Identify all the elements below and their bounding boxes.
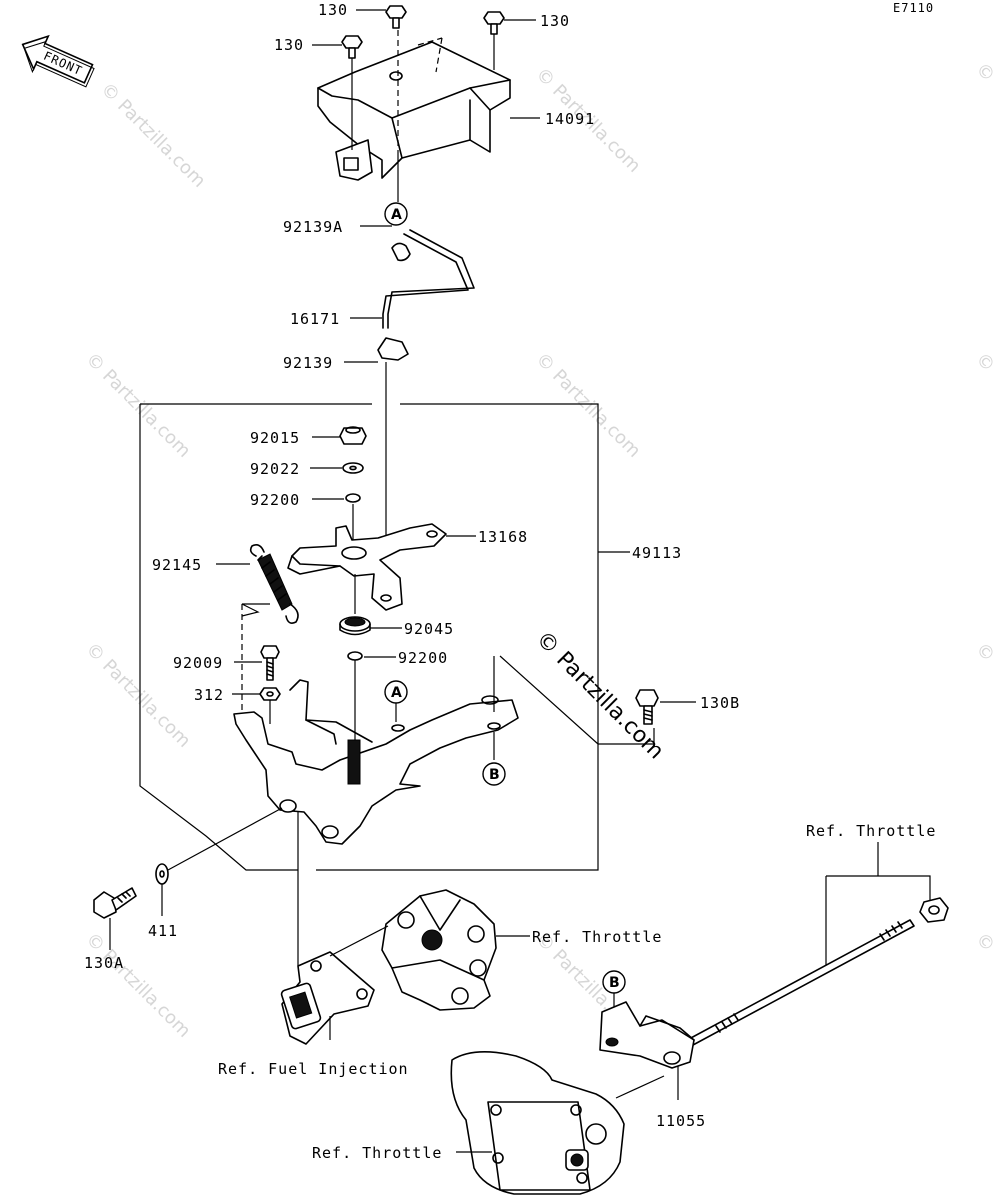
ref-marker-a-top [384,202,408,226]
throttle-body-lower [450,1051,665,1195]
watermark-text: © Partzilla.com [531,349,644,462]
ref-marker-a-mid-label: A [391,685,402,701]
clip-92139 [377,337,409,540]
callout-130B: 130B [700,694,740,712]
sensor-fuel-injection [280,812,389,1045]
callout-ref-throttle-1: Ref. Throttle [532,928,662,946]
throttle-rod [675,919,915,1053]
watermark-text: © Partzilla.com [96,79,209,192]
washer-92200-mid [347,651,363,740]
bolt-130B [499,655,659,745]
bracket-11055 [599,1001,695,1100]
callout-411: 411 [148,922,178,940]
callout-16171: 16171 [290,310,340,328]
ref-marker-b-low-label: B [609,975,620,991]
washer-92022 [342,462,364,474]
bolt-130A [93,887,137,919]
bolt-130-top [385,5,407,29]
washer-92200-top [345,493,361,503]
watermark-layer: © Partzilla.com © Partzilla.com © Partzi… [81,59,993,1042]
lever-13168 [287,523,447,611]
assembly-49113-outline [139,403,630,871]
callout-130-right: 130 [540,12,570,30]
callout-130-left: 130 [274,36,304,54]
front-arrow-icon: FRONT [21,34,95,88]
watermark-text: © Partzilla.com [971,929,993,1042]
callout-92200-top: 92200 [250,491,300,509]
ref-marker-b-mid-label: B [489,767,500,783]
watermark-text: © Partzilla.com [81,349,194,462]
cover-14091 [317,30,511,202]
callout-130-top: 130 [318,1,348,19]
callout-92015: 92015 [250,429,300,447]
callout-ref-throttle-3: Ref. Throttle [312,1144,442,1162]
clip-92139A [391,242,411,262]
callout-312: 312 [194,686,224,704]
rod-16171 [382,229,475,329]
callout-92145: 92145 [152,556,202,574]
diagram-code: E7110 [893,1,934,15]
callout-92045: 92045 [404,620,454,638]
watermark-text: © Partzilla.com [971,639,993,752]
callout-92139A: 92139A [283,218,343,236]
bolt-92009 [260,645,280,681]
nut-312 [259,687,281,724]
bolt-130-left [341,35,363,150]
ref-marker-a-top-label: A [391,207,402,223]
watermark-text: © Partzilla.com [971,59,993,172]
callout-13168: 13168 [478,528,528,546]
collar-92045 [339,574,371,636]
callout-11055: 11055 [656,1112,706,1130]
watermark-text: © Partzilla.com [971,349,993,462]
bolt-130-right [483,11,505,70]
ref-marker-b-mid [482,762,506,786]
callout-ref-fuel-injection: Ref. Fuel Injection [218,1060,409,1078]
callout-ref-throttle-2: Ref. Throttle [806,822,936,840]
callout-92200-mid: 92200 [398,649,448,667]
nut-92015 [339,426,367,445]
callout-49113: 49113 [632,544,682,562]
callout-92009: 92009 [173,654,223,672]
spring-92145 [241,544,299,624]
bracket-main [233,656,519,845]
callout-130A: 130A [84,954,124,972]
washer-411 [155,863,169,885]
throttle-body-upper [381,889,497,1011]
callout-92139: 92139 [283,354,333,372]
callout-92022: 92022 [250,460,300,478]
nut-throttle-rod [919,897,949,923]
callout-14091: 14091 [545,110,595,128]
watermark-text: © Partzilla.com [81,929,194,1042]
